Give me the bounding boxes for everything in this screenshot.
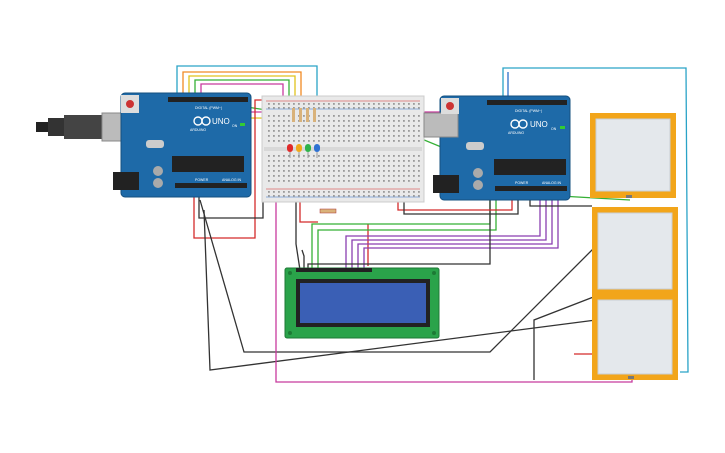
wire-cyan-right-loop[interactable]	[502, 67, 689, 373]
power-analog-header-left[interactable]	[175, 183, 247, 188]
arduino-right-power-label: POWER	[515, 181, 529, 185]
resistors-top	[292, 108, 316, 122]
arduino-left-brand: ARDUINO	[190, 128, 206, 132]
reset-button-right[interactable]	[446, 102, 454, 110]
fsr-1-leads[interactable]	[626, 195, 632, 198]
arduino-right-model: UNO	[530, 120, 548, 129]
breadboard-holes	[268, 103, 420, 197]
power-jack-left	[113, 172, 139, 190]
breadboard[interactable]	[261, 95, 425, 203]
arduino-uno-left[interactable]: UNO ARDUINO DIGITAL (PWM~) POWER ANALOG …	[113, 92, 252, 198]
capacitor-right-2	[473, 180, 483, 190]
led-3[interactable]	[305, 144, 311, 152]
capacitor-left-2	[153, 178, 163, 188]
lcd-mount-hole	[288, 271, 292, 275]
lcd-mount-hole	[288, 331, 292, 335]
leds-group	[287, 144, 320, 158]
arduino-left-digital-label: DIGITAL (PWM~)	[195, 106, 222, 110]
arduino-right-on-label: ON	[551, 127, 557, 131]
lcd-screen	[300, 283, 426, 323]
fsr-1-pad	[595, 118, 671, 192]
lcd-16x2[interactable]	[284, 267, 440, 339]
atmega-chip-left	[172, 156, 244, 172]
usb-connector	[48, 118, 64, 136]
usb-cable-body	[64, 115, 102, 139]
capacitor-right-1	[473, 168, 483, 178]
wire-yellow-top[interactable]	[188, 75, 296, 112]
crystal-left	[146, 140, 164, 148]
arduino-left-model: UNO	[212, 117, 230, 126]
arduino-uno-right[interactable]: UNO ARDUINO DIGITAL (PWM~) POWER ANALOG …	[423, 95, 571, 201]
breadboard-center-gap	[264, 147, 422, 151]
wire-green-lcd-2[interactable]	[317, 194, 497, 268]
on-led-right	[560, 126, 565, 129]
arduino-right-analog-label: ANALOG IN	[542, 181, 562, 185]
wire-black-lcd-2[interactable]	[307, 195, 491, 268]
resistor-4[interactable]	[313, 108, 316, 122]
arduino-left-analog-label: ANALOG IN	[222, 178, 242, 182]
resistor-3[interactable]	[306, 108, 309, 122]
lcd-mount-hole	[432, 271, 436, 275]
wire-green-lcd[interactable]	[311, 194, 491, 268]
wire-black-bottom-fsr[interactable]	[533, 295, 597, 380]
fsr-sensor-2[interactable]	[592, 207, 678, 295]
arduino-infinity-logo-right	[510, 119, 528, 129]
resistor-lcd[interactable]	[319, 208, 337, 214]
led-1[interactable]	[287, 144, 293, 152]
wire-cyan-top[interactable]	[176, 65, 318, 112]
fsr-3-leads[interactable]	[628, 376, 634, 379]
arduino-right-brand: ARDUINO	[508, 131, 524, 135]
lcd-pin-header[interactable]	[296, 268, 372, 272]
wire-red-left-power[interactable]	[193, 99, 268, 239]
digital-header-left[interactable]	[168, 97, 248, 102]
on-led-left	[240, 123, 245, 126]
fsr-2-pad	[597, 212, 673, 290]
fsr-3-pad	[597, 299, 673, 375]
power-analog-header-right[interactable]	[495, 186, 567, 191]
power-jack-right	[433, 175, 459, 193]
usb-plug-icon	[36, 122, 48, 132]
arduino-left-on-label: ON	[232, 124, 238, 128]
digital-header-right[interactable]	[487, 100, 567, 105]
arduino-infinity-logo	[193, 116, 211, 126]
fsr-sensor-1[interactable]	[590, 113, 676, 198]
wire-black-lcd-3[interactable]	[301, 249, 305, 268]
led-4[interactable]	[314, 144, 320, 152]
usb-port-right	[423, 112, 459, 138]
wire-black-left-long-2[interactable]	[203, 209, 597, 371]
led-2[interactable]	[296, 144, 302, 152]
arduino-right-digital-label: DIGITAL (PWM~)	[515, 109, 542, 113]
reset-button-left[interactable]	[126, 100, 134, 108]
resistor-2[interactable]	[299, 108, 302, 122]
crystal-right	[466, 142, 484, 150]
lcd-mount-hole	[432, 331, 436, 335]
wire-black-left-long[interactable]	[199, 199, 599, 353]
arduino-left-power-label: POWER	[195, 178, 209, 182]
wire-orange-top[interactable]	[182, 71, 302, 112]
fsr-sensor-3[interactable]	[592, 294, 678, 380]
resistor-1[interactable]	[292, 108, 295, 122]
capacitor-left-1	[153, 166, 163, 176]
atmega-chip-right	[494, 159, 566, 175]
